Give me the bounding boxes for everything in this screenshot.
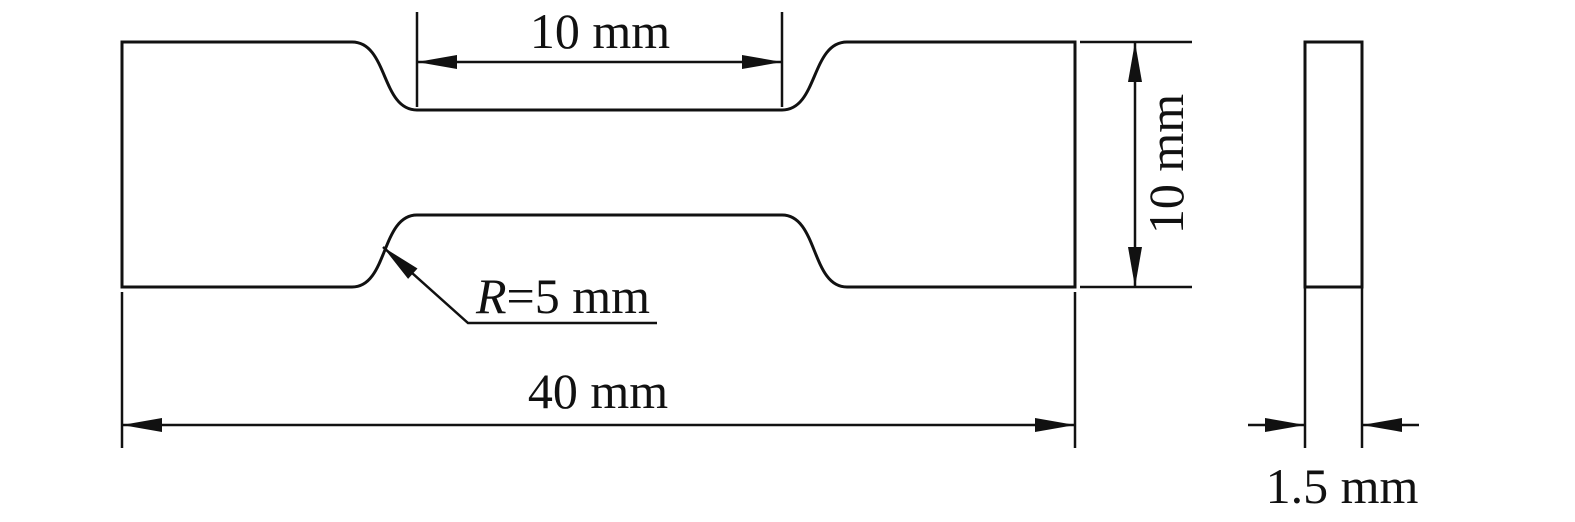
dim-width: 10 mm xyxy=(1080,40,1194,289)
leader-fillet-radius: R=5 mm xyxy=(382,246,657,325)
dim-total-length: 40 mm xyxy=(120,292,1077,448)
arrowhead-down-icon xyxy=(1128,247,1142,287)
fillet-radius-label: R=5 mm xyxy=(475,268,650,324)
side-view xyxy=(1303,40,1364,289)
arrowhead-up-icon xyxy=(1128,42,1142,82)
total-length-label: 40 mm xyxy=(528,363,668,419)
arrowhead-left-icon xyxy=(122,418,162,432)
arrowhead-left-icon xyxy=(417,55,457,69)
front-view xyxy=(120,40,1077,289)
fillet-radius-symbol: R xyxy=(475,268,507,324)
arrowhead-right-icon xyxy=(1265,418,1305,432)
gauge-length-label: 10 mm xyxy=(530,3,670,59)
dim-thickness: 1.5 mm xyxy=(1248,287,1419,514)
fillet-radius-value: =5 mm xyxy=(507,268,651,324)
specimen-outline xyxy=(120,40,1077,289)
dim-gauge-length: 10 mm xyxy=(415,3,784,107)
width-label: 10 mm xyxy=(1138,94,1194,234)
arrowhead-right-icon xyxy=(1035,418,1075,432)
arrowhead-right-icon xyxy=(742,55,782,69)
arrowhead-left-icon xyxy=(1362,418,1402,432)
thickness-label: 1.5 mm xyxy=(1266,458,1419,514)
side-view-outline xyxy=(1303,40,1364,289)
arrowhead-leader-icon xyxy=(383,247,418,279)
